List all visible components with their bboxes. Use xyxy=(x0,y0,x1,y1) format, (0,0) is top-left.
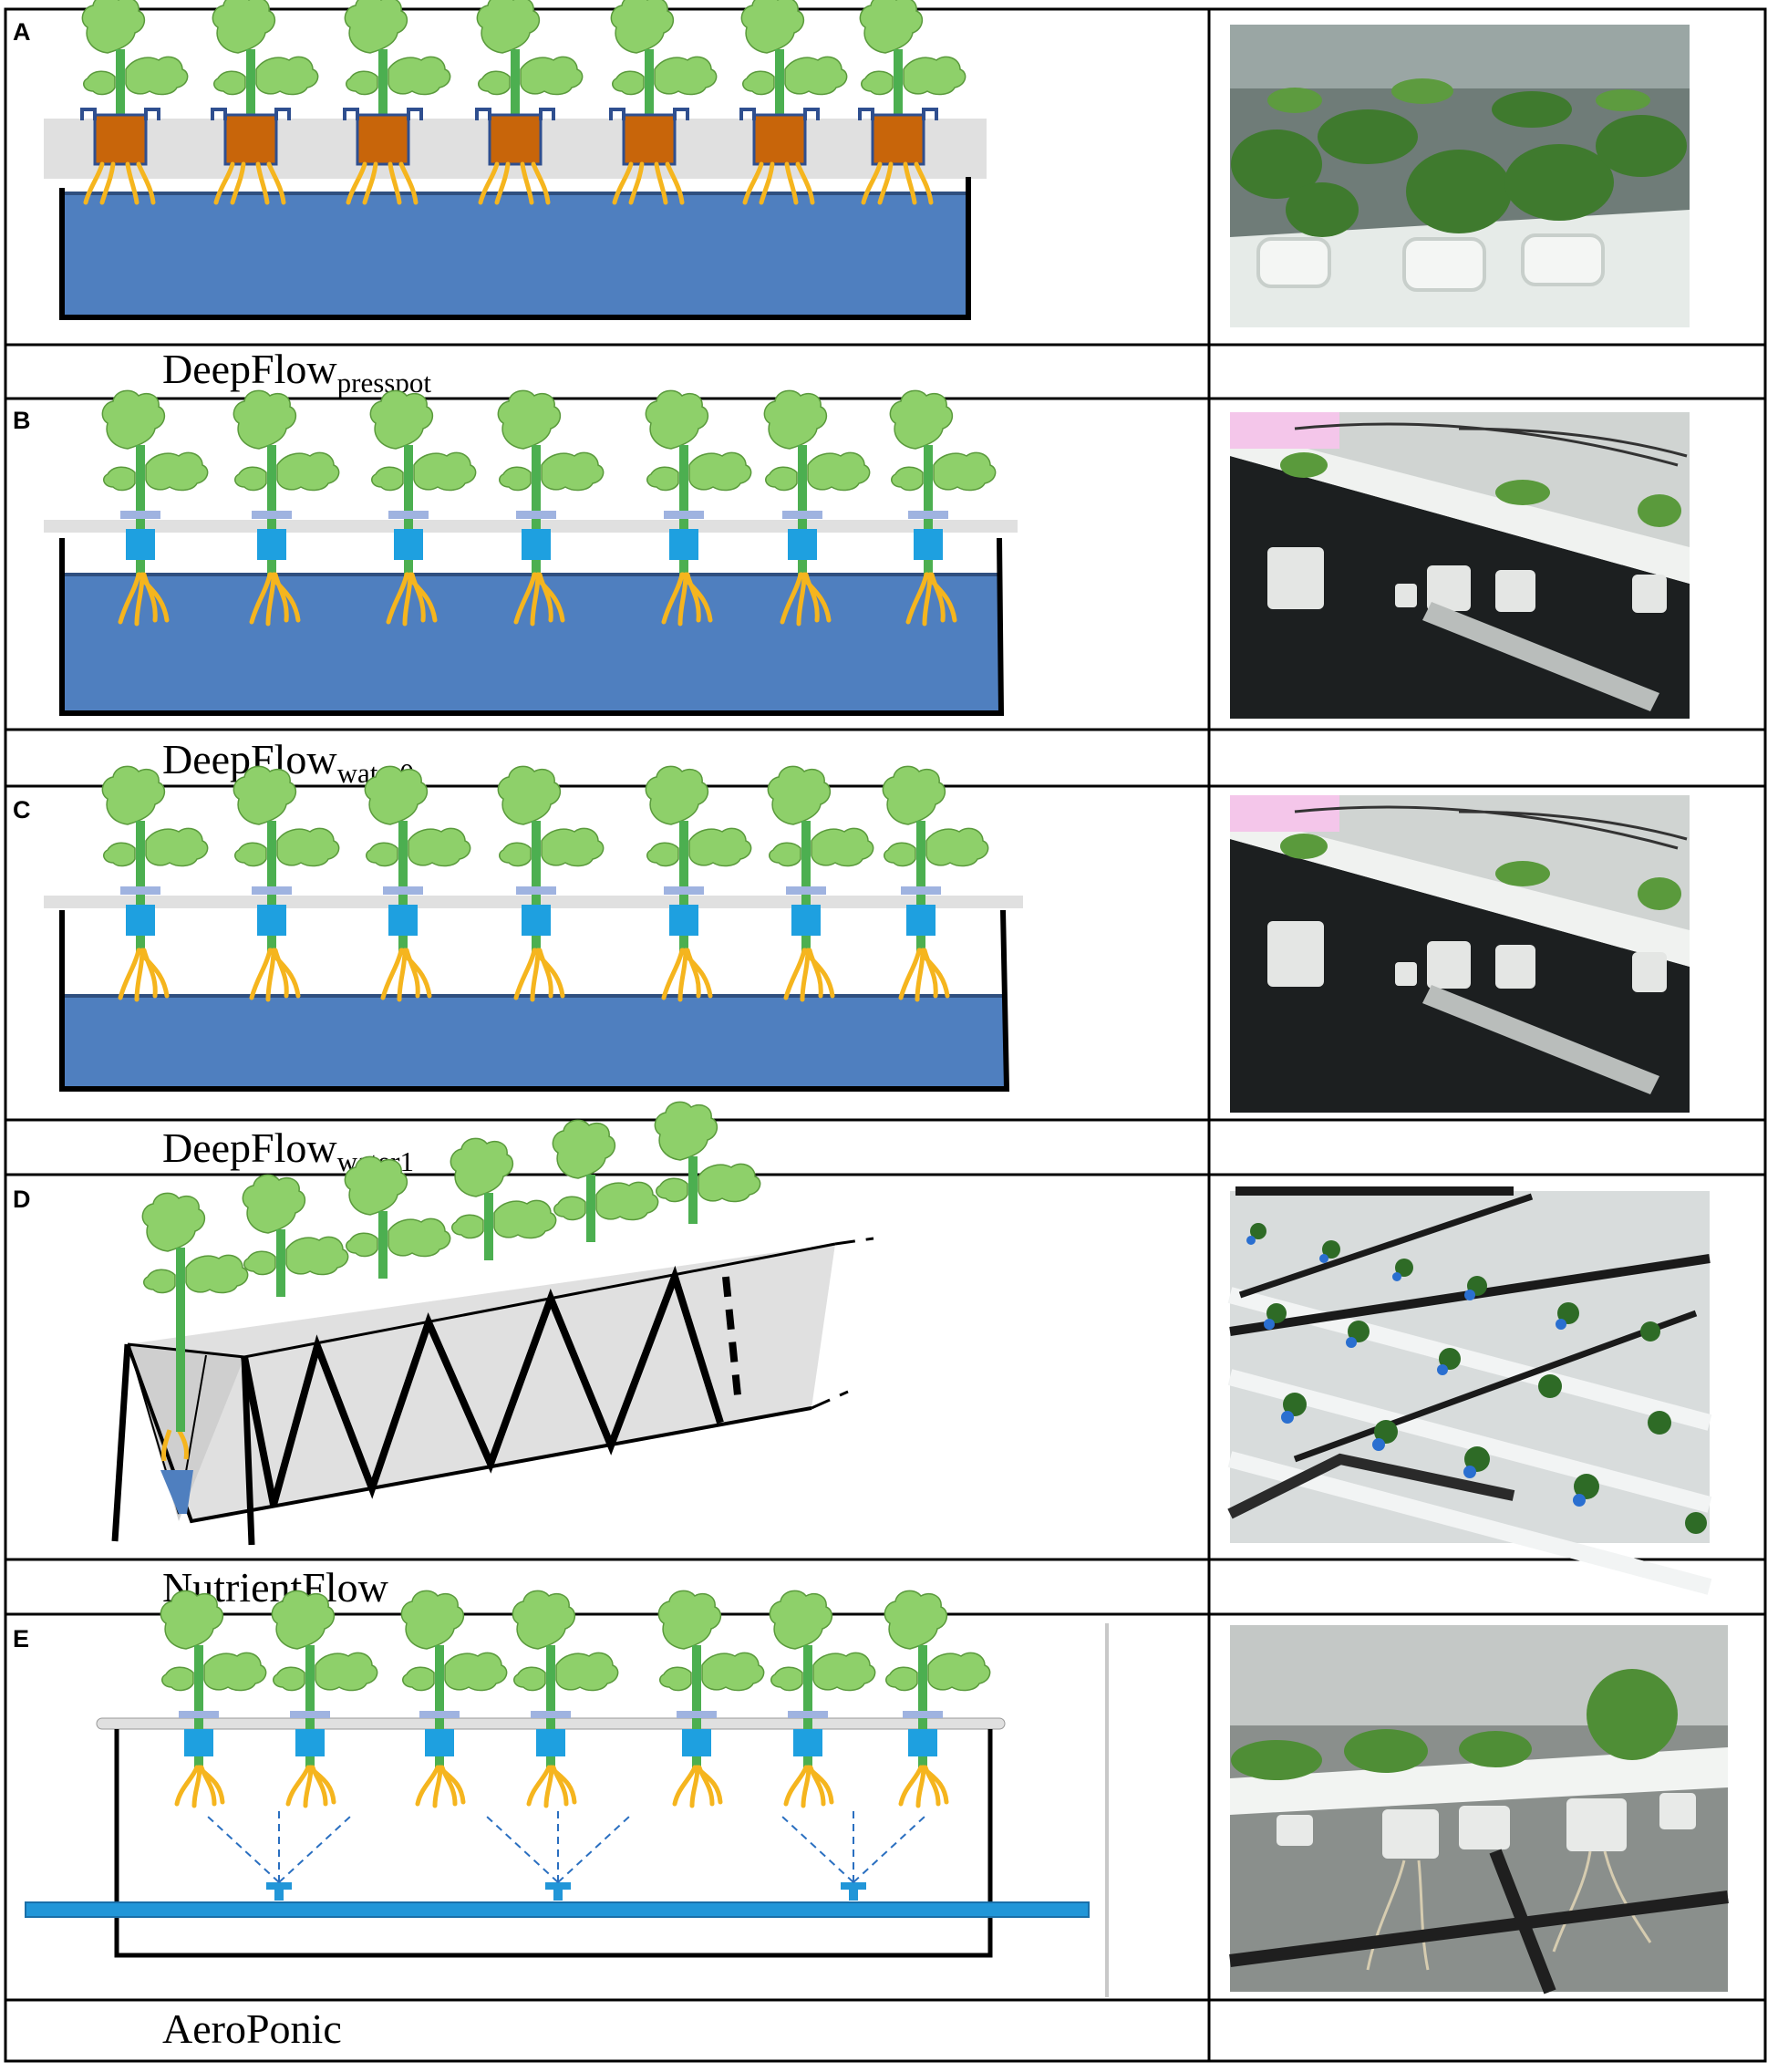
panel-b: B xyxy=(13,390,1690,789)
caption-e: AeroPonic xyxy=(162,2005,342,2052)
panel-c: C xyxy=(13,766,1690,1177)
panel-letter-c: C xyxy=(13,796,31,824)
tomato-seedlings-in-white-pot-tray-photo xyxy=(1230,25,1690,327)
aeroponic-diagram xyxy=(25,1590,1109,1997)
deepflow-water1-diagram xyxy=(44,766,1023,1092)
net-pots-above-lower-water-photo xyxy=(1230,795,1690,1113)
panel-letter-d: D xyxy=(13,1186,31,1213)
net-pots-above-water-photo xyxy=(1230,412,1690,719)
panel-e: E xyxy=(13,1590,1729,2052)
nutrient-film-channels-photo xyxy=(1227,1186,1712,1595)
deepflow-water0-diagram xyxy=(44,390,1018,716)
panel-letter-e: E xyxy=(13,1625,29,1652)
panel-a: A xyxy=(13,0,1690,399)
panel-d: D xyxy=(13,1101,1712,1611)
panel-letter-b: B xyxy=(13,407,31,434)
nutrientflow-diagram xyxy=(111,1101,874,1546)
panel-letter-a: A xyxy=(13,18,31,46)
aeroponic-roots-under-tray-photo xyxy=(1229,1625,1729,1994)
deepflow-presspot-diagram xyxy=(44,0,987,320)
